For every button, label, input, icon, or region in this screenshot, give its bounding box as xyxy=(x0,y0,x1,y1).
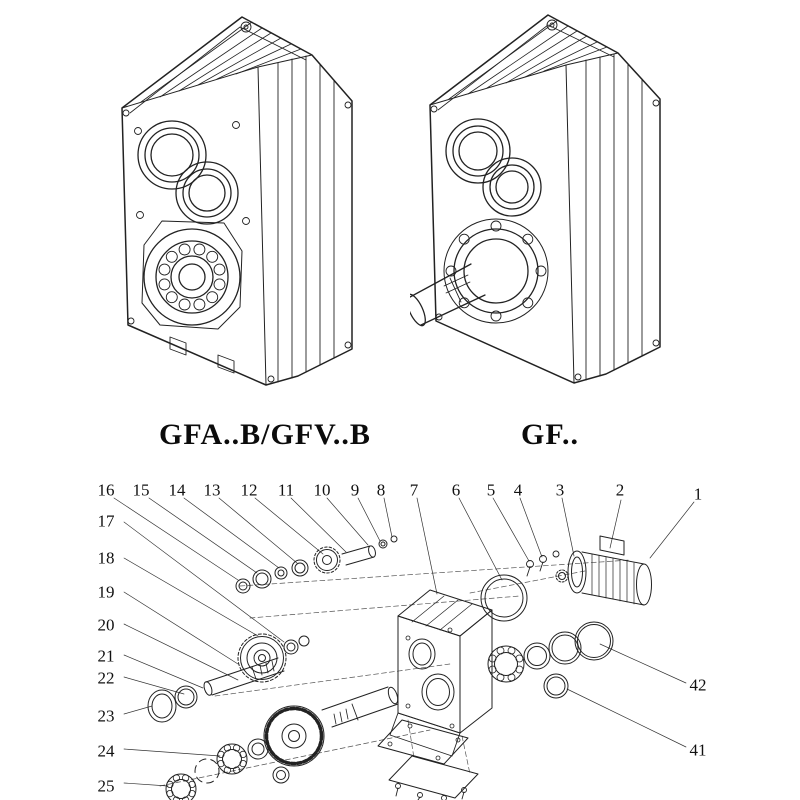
callout-15: 15 xyxy=(132,480,150,500)
callout-22: 22 xyxy=(97,668,115,688)
output-flange xyxy=(443,218,549,324)
callout-7: 7 xyxy=(409,480,419,500)
gearbox-drawing-flange-view xyxy=(121,16,353,386)
callout-23: 23 xyxy=(97,706,115,726)
output-shaft xyxy=(410,263,486,327)
callout-2: 2 xyxy=(615,480,625,500)
gearbox-drawing-shaft-view xyxy=(410,14,661,384)
right-small-bolts xyxy=(430,19,660,381)
right-side-ribs xyxy=(585,53,643,381)
callout-21: 21 xyxy=(97,646,115,666)
callout-8: 8 xyxy=(376,480,386,500)
left-small-bolts xyxy=(122,21,352,383)
callout-3: 3 xyxy=(555,480,565,500)
right-roof-fins xyxy=(448,19,608,100)
exploded-diagram xyxy=(113,497,695,800)
intermediate-gear-parts xyxy=(147,633,310,723)
callout-18: 18 xyxy=(97,548,115,568)
left-bearing-boss xyxy=(141,220,243,330)
cover-plates xyxy=(377,719,479,800)
callout-10: 10 xyxy=(313,480,331,500)
callout-1: 1 xyxy=(693,484,703,504)
callout-42: 42 xyxy=(689,675,707,695)
callout-6: 6 xyxy=(451,480,461,500)
housing-body xyxy=(389,589,493,757)
left-housing-outline xyxy=(121,16,353,386)
assembly-axes xyxy=(159,559,631,787)
callout-41: 41 xyxy=(689,740,707,760)
callout-24: 24 xyxy=(97,741,115,761)
left-side-ribs xyxy=(277,55,335,383)
left-feet xyxy=(169,336,235,374)
motor-side-parts xyxy=(480,550,614,699)
output-gear-parts xyxy=(165,686,399,800)
callout-11: 11 xyxy=(277,480,295,500)
gearbox-figure-gf xyxy=(410,5,710,405)
callout-16: 16 xyxy=(97,480,115,500)
model-label-gf: GF.. xyxy=(521,418,579,451)
callout-5: 5 xyxy=(486,480,496,500)
callout-13: 13 xyxy=(203,480,221,500)
callout-9: 9 xyxy=(350,480,360,500)
right-housing-outline xyxy=(429,14,661,384)
right-gear-bores xyxy=(445,118,542,217)
callout-20: 20 xyxy=(97,615,115,635)
callout-19: 19 xyxy=(97,582,115,602)
callout-14: 14 xyxy=(168,480,186,500)
input-shaft-parts xyxy=(235,535,398,594)
motor-body xyxy=(555,535,652,606)
callout-4: 4 xyxy=(513,480,523,500)
left-gear-bores xyxy=(134,120,250,225)
callout-12: 12 xyxy=(240,480,258,500)
model-label-gfab: GFA..B/GFV..B xyxy=(159,418,371,451)
leader-lines xyxy=(113,497,695,787)
exploded-view: 16 15 14 13 12 11 10 9 8 7 6 5 4 3 2 1 1… xyxy=(0,468,800,800)
callout-17: 17 xyxy=(97,511,115,531)
left-roof-fins xyxy=(140,21,302,103)
callout-25: 25 xyxy=(97,776,115,796)
gearbox-figure-gfab xyxy=(100,5,400,405)
